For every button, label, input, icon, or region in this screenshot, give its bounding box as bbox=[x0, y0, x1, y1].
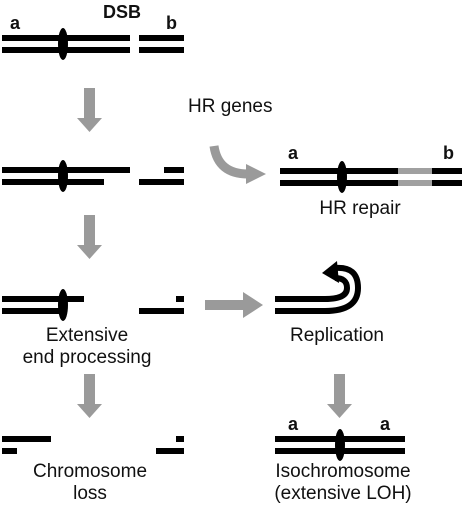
label-isochromosome: Isochromosome (extensive LOH) bbox=[268, 461, 418, 505]
extensively-processed-chromosome bbox=[2, 289, 184, 321]
label-extensive: Extensive bbox=[45, 325, 129, 346]
arrow-down-1 bbox=[77, 88, 102, 132]
label-dsb: DSB bbox=[103, 2, 142, 22]
centromere bbox=[337, 161, 347, 193]
replication-hairpin bbox=[275, 261, 362, 314]
centromere bbox=[58, 289, 68, 321]
dsb-chromosome bbox=[2, 28, 184, 60]
label-hr-repair: HR repair bbox=[319, 198, 401, 219]
repair-patch bbox=[398, 168, 432, 174]
label-a-iso-right: a bbox=[380, 414, 391, 434]
label-a-repaired: a bbox=[288, 143, 299, 163]
centromere bbox=[58, 160, 68, 192]
label-extensive-end-processing: Extensive end processing bbox=[2, 325, 172, 369]
hr-repaired-chromosome bbox=[280, 161, 462, 193]
label-a-iso-left: a bbox=[288, 414, 299, 434]
label-chromosome-loss: Chromosome loss bbox=[15, 461, 165, 505]
label-extensive-loh: (extensive LOH) bbox=[274, 482, 412, 504]
label-b-repaired: b bbox=[443, 143, 454, 163]
label-replication: Replication bbox=[290, 325, 384, 346]
replication-direction-arrowhead bbox=[322, 261, 339, 283]
hr-genes-arrow bbox=[209, 145, 266, 184]
label-chromosome: Chromosome bbox=[32, 461, 148, 482]
label-loss: loss bbox=[73, 482, 107, 504]
chromosome-loss-fragments bbox=[2, 436, 184, 454]
resected-chromosome bbox=[2, 160, 184, 192]
label-isochromosome-name: Isochromosome bbox=[275, 461, 411, 482]
label-end-processing: end processing bbox=[22, 346, 152, 368]
centromere bbox=[58, 28, 68, 60]
arrow-right bbox=[205, 292, 263, 318]
arrow-down-3 bbox=[77, 374, 102, 418]
label-b-dsb: b bbox=[166, 13, 177, 33]
label-hr-genes: HR genes bbox=[188, 96, 273, 117]
isochromosome bbox=[275, 429, 405, 461]
centromere bbox=[335, 429, 345, 461]
arrow-down-2 bbox=[77, 215, 102, 259]
label-a-dsb: a bbox=[10, 13, 21, 33]
arrow-down-4 bbox=[327, 374, 352, 418]
